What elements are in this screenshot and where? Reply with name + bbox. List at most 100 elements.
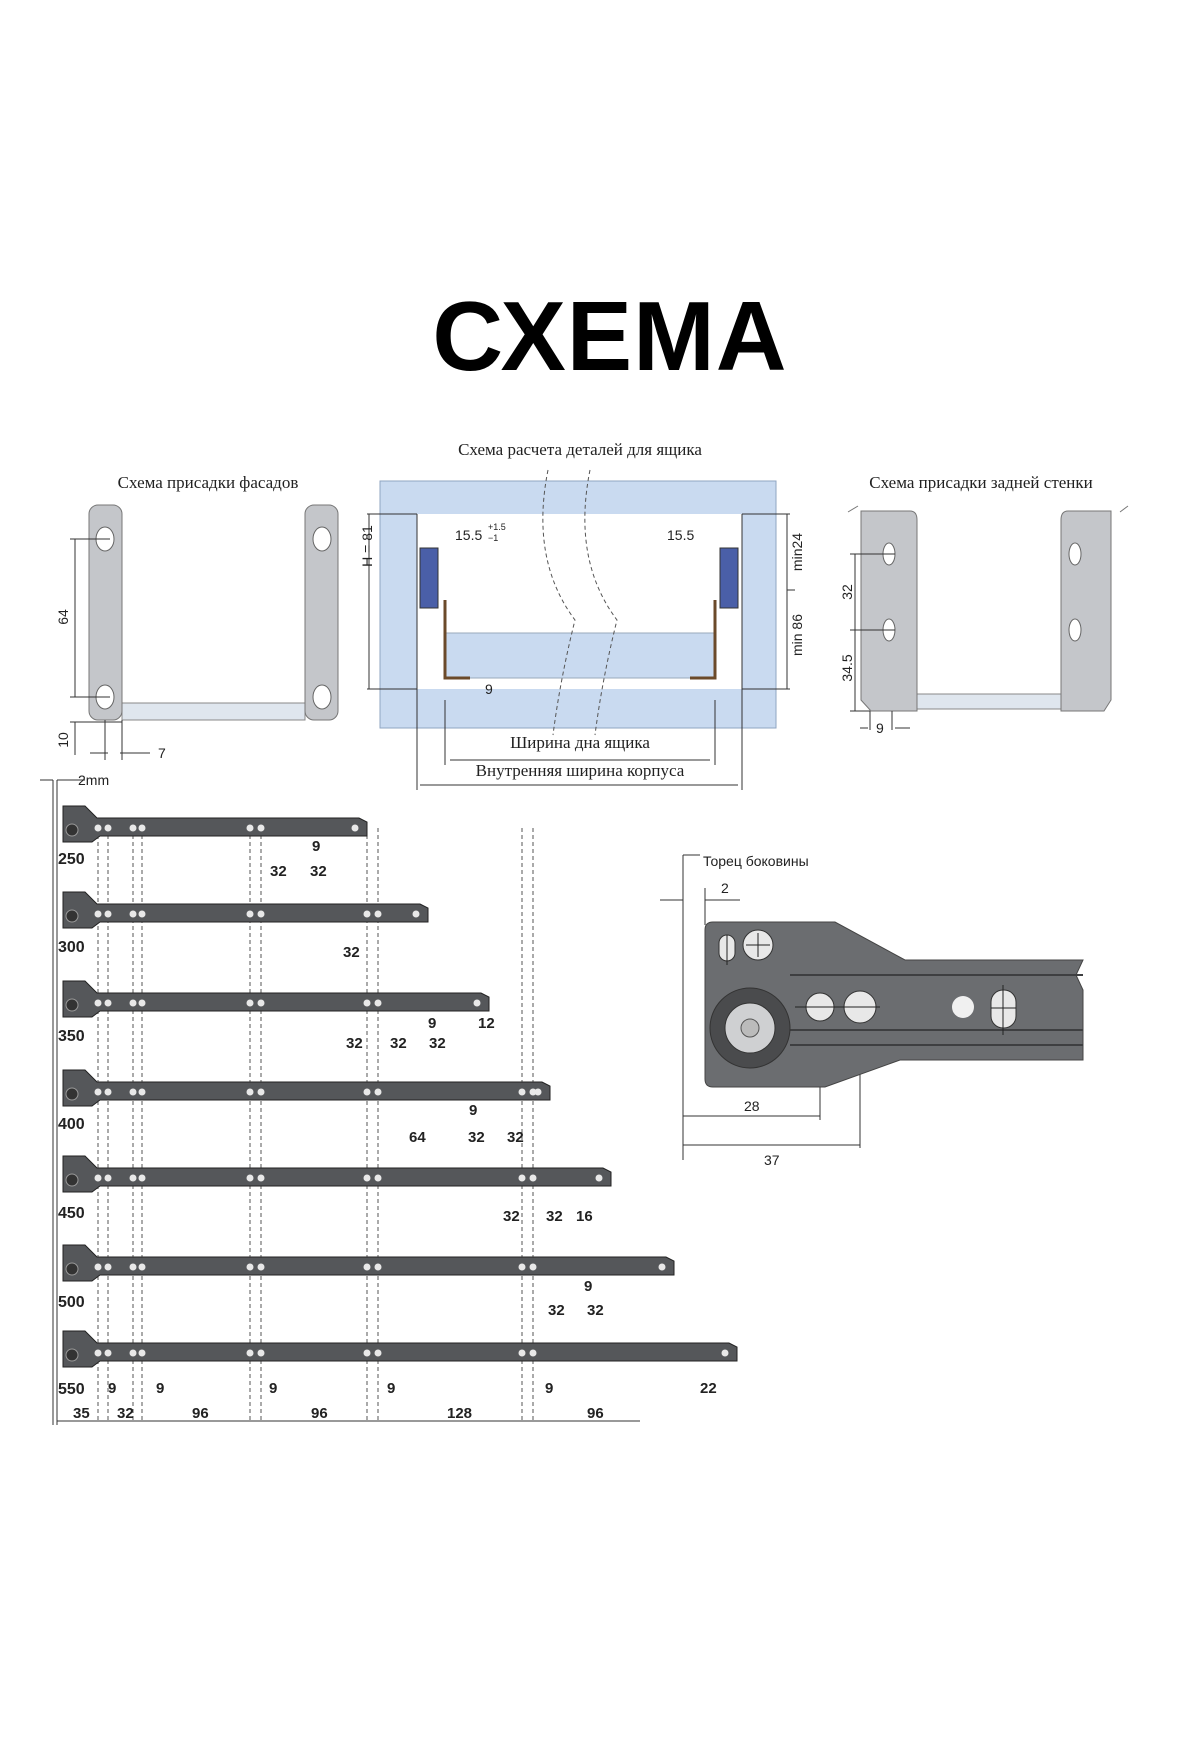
hole	[94, 1263, 102, 1271]
hole	[363, 1349, 371, 1357]
hole	[595, 1174, 603, 1182]
dim-34-5: 34.5	[839, 654, 855, 681]
hole	[529, 1088, 537, 1096]
hole	[246, 1174, 254, 1182]
runner-bar	[62, 1244, 675, 1282]
dim-label: 9	[269, 1380, 277, 1397]
right-front-bracket	[304, 504, 339, 721]
dim-label: 9	[312, 838, 320, 855]
back-scheme-caption: Схема присадки задней стенки	[869, 473, 1093, 492]
dim-2: 2	[721, 880, 729, 896]
runner-wheel	[65, 1087, 79, 1101]
hole	[138, 1088, 146, 1096]
hole	[104, 824, 112, 832]
hole	[351, 824, 359, 832]
hole	[94, 1088, 102, 1096]
dim-label: 35	[73, 1405, 90, 1422]
hole	[257, 1263, 265, 1271]
hole	[138, 1174, 146, 1182]
tolerance-plus: +1.5	[488, 522, 506, 532]
hole	[518, 1263, 526, 1271]
runners-diagram: 2mm 250 300 350 400 450 500 550 9 32 32 …	[40, 772, 738, 1425]
runner-size-label: 400	[58, 1116, 85, 1133]
runner-size-label: 300	[58, 939, 85, 956]
dim-label: 22	[700, 1380, 717, 1397]
hole	[246, 1349, 254, 1357]
hole	[257, 1349, 265, 1357]
hole	[104, 999, 112, 1007]
runner-size-label: 550	[58, 1381, 85, 1398]
dim-label: 32	[587, 1302, 604, 1319]
hole	[721, 1349, 729, 1357]
dim-label: 9	[469, 1102, 477, 1119]
page-title: СХЕМА	[432, 281, 788, 391]
hole	[104, 1263, 112, 1271]
hole	[129, 1349, 137, 1357]
hole	[257, 1174, 265, 1182]
hole	[374, 1349, 382, 1357]
runner-bar	[62, 805, 368, 843]
dim-label: 32	[507, 1129, 524, 1146]
hole	[94, 824, 102, 832]
runner-bar	[62, 1155, 612, 1193]
facade-scheme: Схема присадки фасадов 64 10 7	[55, 473, 339, 761]
hole	[363, 999, 371, 1007]
hole	[246, 824, 254, 832]
drawer-bottom-plate	[121, 702, 306, 721]
hole	[246, 1088, 254, 1096]
dim-label: 9	[156, 1380, 164, 1397]
runner-size-label: 350	[58, 1028, 85, 1045]
dim-min86: min 86	[789, 614, 805, 656]
inner-width-label: Внутренняя ширина корпуса	[476, 761, 685, 780]
hole	[129, 910, 137, 918]
facade-scheme-caption: Схема присадки фасадов	[118, 473, 299, 492]
hole	[473, 999, 481, 1007]
box-scheme: Схема расчета деталей для ящика 15.5 +1.…	[359, 440, 805, 790]
hole	[1068, 542, 1082, 566]
hole	[257, 1088, 265, 1096]
hole	[374, 999, 382, 1007]
hole	[94, 910, 102, 918]
hole	[312, 684, 332, 710]
hole	[374, 910, 382, 918]
dim-label: 32	[390, 1035, 407, 1052]
hole	[104, 910, 112, 918]
hole	[129, 1088, 137, 1096]
bottom-width-label: Ширина дна ящика	[510, 733, 650, 752]
dim-label: 32	[346, 1035, 363, 1052]
runner-bar	[62, 891, 429, 929]
hole	[363, 1174, 371, 1182]
dim-label: 32	[546, 1208, 563, 1225]
dim-label: 32	[310, 863, 327, 880]
hole	[1068, 618, 1082, 642]
runner-size-label: 450	[58, 1205, 85, 1222]
hole	[138, 910, 146, 918]
runner-wheel	[65, 1173, 79, 1187]
dim-10: 10	[55, 732, 71, 748]
dim-label: 32	[117, 1405, 134, 1422]
dim-15-5-right: 15.5	[667, 527, 694, 543]
dim-label: 9	[387, 1380, 395, 1397]
dim-label: 16	[576, 1208, 593, 1225]
dim-9: 9	[876, 720, 884, 736]
hole	[529, 1263, 537, 1271]
dim-label: 12	[478, 1015, 495, 1032]
runner-bar	[62, 980, 490, 1018]
hole	[518, 1174, 526, 1182]
runner-size-label: 250	[58, 851, 85, 868]
dim-label: 32	[429, 1035, 446, 1052]
left-runner-wheel	[419, 547, 439, 609]
hole	[94, 1174, 102, 1182]
hole	[529, 1349, 537, 1357]
runner-size-label: 500	[58, 1294, 85, 1311]
hole	[534, 1088, 542, 1096]
back-wall-scheme: Схема присадки задней стенки 32 34.5 9	[839, 473, 1129, 736]
hole	[129, 1174, 137, 1182]
hole	[104, 1174, 112, 1182]
runner-wheel	[65, 909, 79, 923]
runner-wheel	[65, 1262, 79, 1276]
dim-label: 32	[270, 863, 287, 880]
dim-h-81: H = 81	[359, 525, 375, 567]
dim-label: 128	[447, 1405, 472, 1422]
hole	[257, 910, 265, 918]
